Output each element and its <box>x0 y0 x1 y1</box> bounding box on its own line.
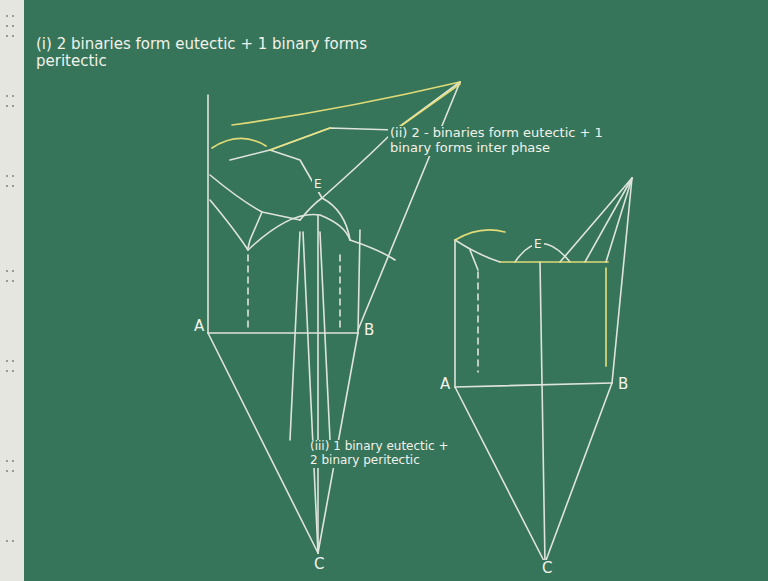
corner-label: B <box>362 322 376 339</box>
corner-label: C <box>540 560 554 577</box>
corner-label: A <box>438 376 452 393</box>
corner-label: B <box>616 376 630 393</box>
point-label: E <box>312 178 324 192</box>
corner-label: C <box>312 556 326 573</box>
point-label: E <box>532 238 544 252</box>
case-heading: (iii) 1 binary eutectic + 2 binary perit… <box>308 440 452 468</box>
edge-dots <box>6 15 14 542</box>
corner-label: A <box>192 318 206 335</box>
case-heading: (ii) 2 - binaries form eutectic + 1 bina… <box>388 126 642 156</box>
board-edge <box>0 0 24 581</box>
case-heading: (i) 2 binaries form eutectic + 1 binary … <box>34 36 398 71</box>
right-diagram <box>455 178 632 563</box>
right-yellow-lines <box>455 230 608 366</box>
